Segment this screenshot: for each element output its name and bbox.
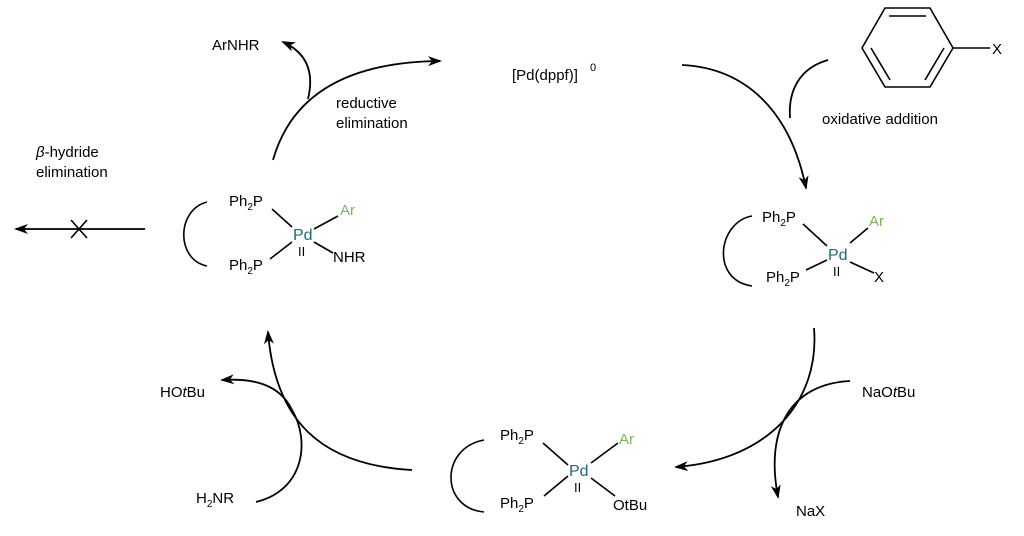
product-release-arrow [281,41,312,100]
step-beta-hydride-line2: elimination [36,164,108,181]
aryl-halide-entry-arc [788,59,829,119]
catalyst-pd0: [Pd(dppf)] 0 [512,62,596,84]
base-entry-arrow [770,380,851,499]
svg-text:Ph2P: Ph2P [229,257,263,277]
cycle-arrow-reductive-elimination [272,56,442,161]
aryl-halide-x: X [992,41,1002,58]
complex-alkoxide: Ph2P Ph2P Pd II Ar OtBu [450,427,647,515]
cycle-arrow-oxidative-addition [681,64,809,190]
product-label: ArNHR [212,37,260,54]
amine-alcohol-exchange-arrow [220,374,303,503]
benzene-ring [861,7,954,88]
aryl-ligand: Ar [340,202,355,219]
reagent-base: NaOtBu [862,384,915,401]
svg-text:Ph2P: Ph2P [229,193,263,213]
step-reductive-elimination-line1: reductive [336,95,397,112]
halide-ligand: X [874,269,884,286]
amido-ligand: NHR [333,249,366,266]
oxidation-state: II [298,244,305,259]
byproduct-salt: NaX [796,503,825,520]
blocked-cross-icon [70,219,88,239]
catalyst-charge: 0 [590,62,596,74]
aryl-halide-structure: X [861,7,1002,88]
byproduct-alcohol: HOtBu [160,384,205,401]
step-reductive-elimination-line2: elimination [336,115,408,132]
catalyst-label: [Pd(dppf)] [512,67,578,84]
cycle-arrow-amine-binding [263,330,413,471]
aryl-ligand: Ar [619,431,634,448]
pd-center: Pd [569,463,589,480]
svg-text:Ph2P: Ph2P [766,269,800,289]
complex-amido: Ph2P Ph2P Pd II Ar NHR [183,193,366,277]
svg-text:Ph2P: Ph2P [500,427,534,447]
complex-oxidative-adduct: Ph2P Ph2P Pd II Ar X [722,209,884,289]
svg-text:Ph2P: Ph2P [500,495,534,515]
step-beta-hydride-line1: β-hydride [35,144,99,161]
alkoxide-ligand: OtBu [613,497,647,514]
reagent-amine: H2NR [196,490,234,510]
aryl-ligand: Ar [869,213,884,230]
pd-center: Pd [828,247,848,264]
oxidation-state: II [833,264,840,279]
svg-text:Ph2P: Ph2P [762,209,796,229]
cycle-arrow-ligand-exchange [674,327,816,472]
pd-center: Pd [293,227,313,244]
oxidation-state: II [574,480,581,495]
step-oxidative-addition: oxidative addition [822,111,938,128]
